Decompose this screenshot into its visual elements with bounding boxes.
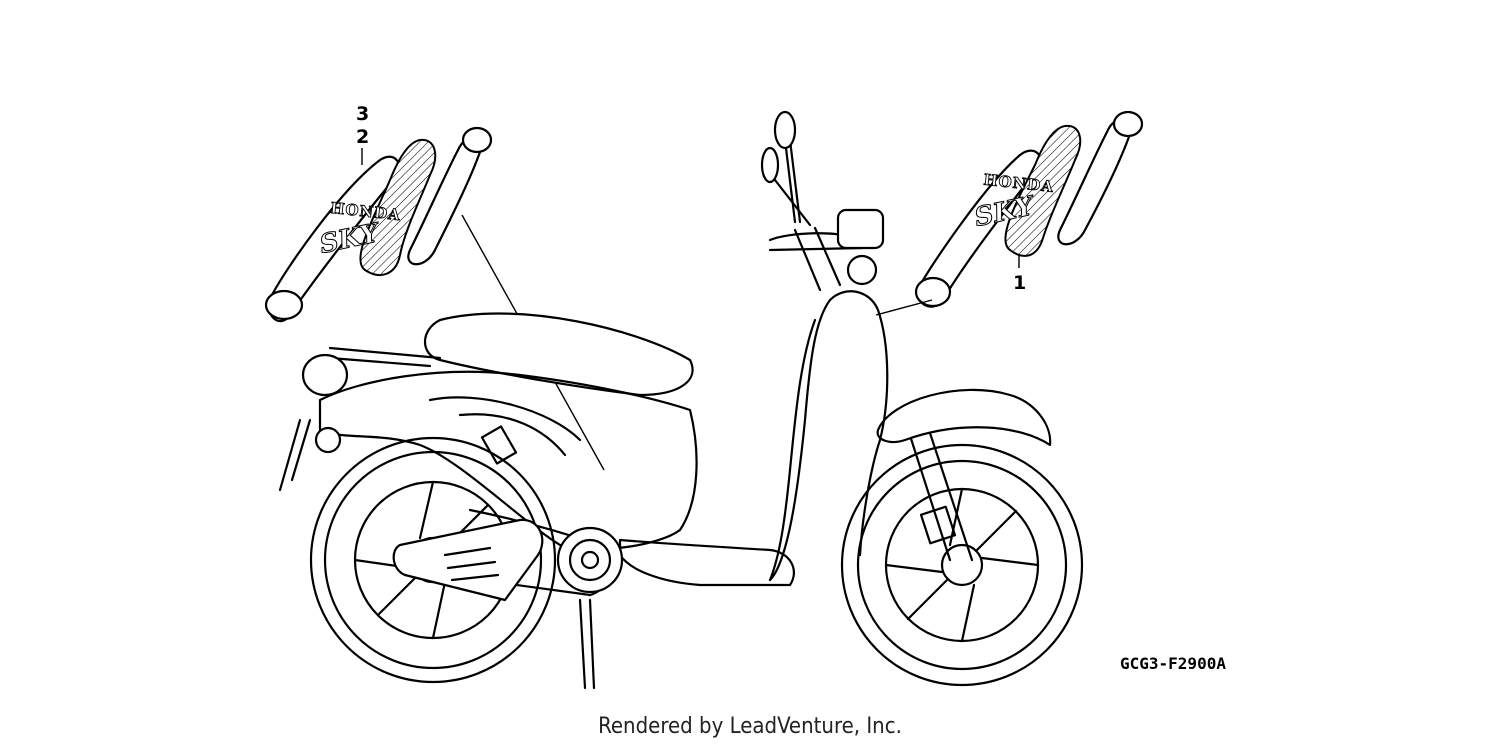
footer-credit: Rendered by LeadVenture, Inc.: [598, 714, 902, 739]
decal-right: HONDA SKY: [914, 110, 1144, 308]
front-wheel: [840, 443, 1084, 687]
decal-left: HONDA SKY: [264, 126, 493, 323]
callout-1: 1: [1013, 272, 1026, 294]
leader-decal-right: [875, 299, 933, 316]
scooter-drawing: [278, 110, 1084, 690]
callout-3: 3: [356, 103, 369, 125]
callout-2: 2: [356, 126, 369, 148]
diagram-code: GCG3-F2900A: [1120, 654, 1226, 673]
